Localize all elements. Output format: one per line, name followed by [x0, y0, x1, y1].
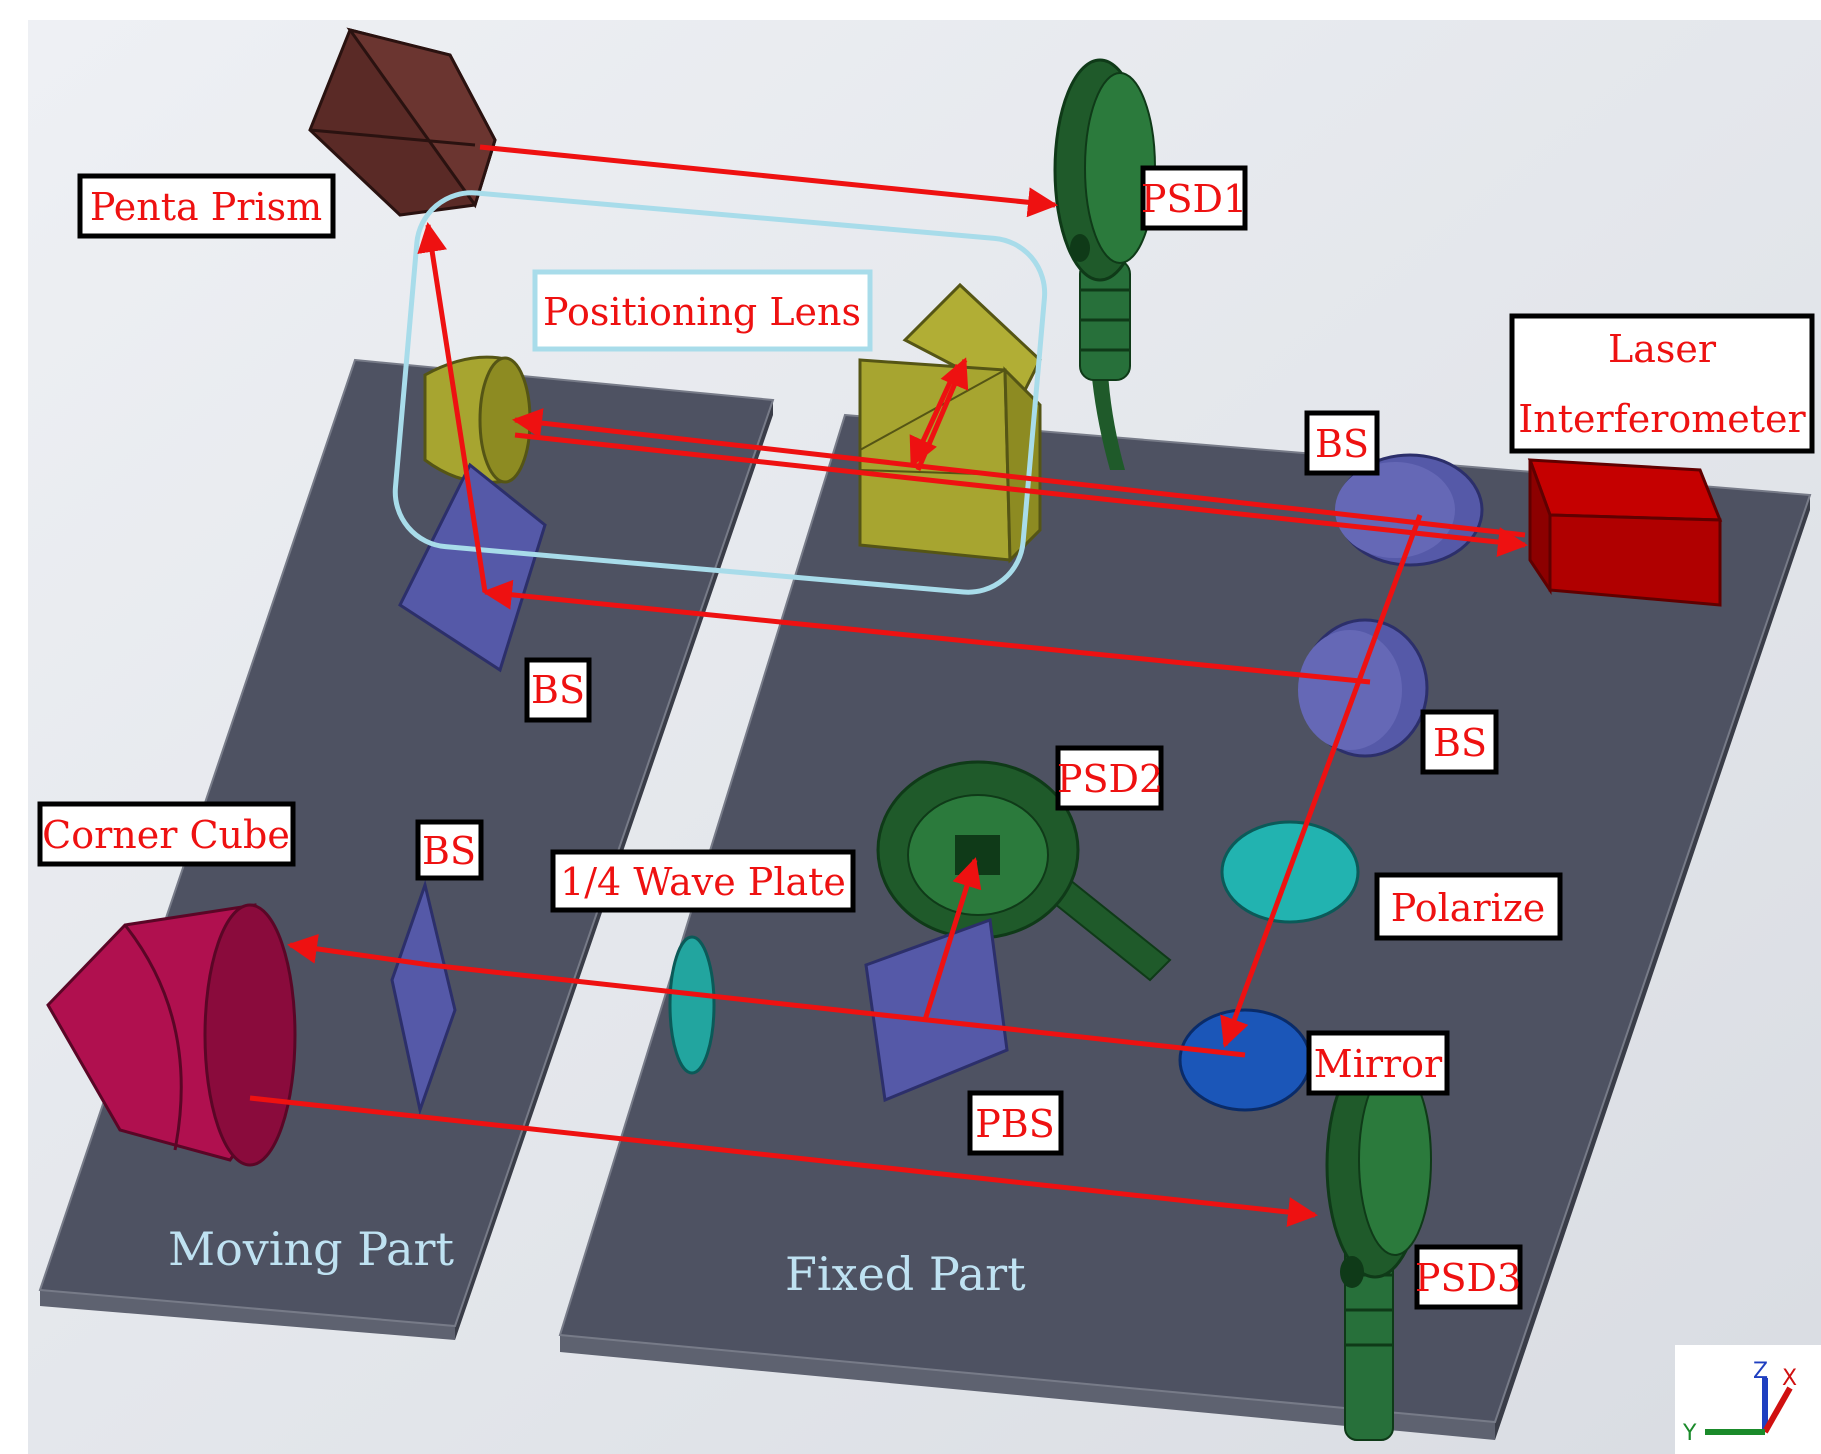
beam-bs-right-to-bs-moving [482, 579, 1371, 685]
fixed-part-plate [558, 413, 1812, 1440]
beam-bs-to-prism [417, 222, 488, 593]
svg-text:BS: BS [1315, 422, 1369, 466]
beam-laser-to-lens [512, 408, 1526, 538]
label-corner-cube: Corner Cube [37, 801, 296, 867]
label-pbs: PBS [967, 1090, 1064, 1156]
axis-z-label: Z [1753, 1359, 1768, 1384]
mirror-optic [1178, 1008, 1312, 1112]
svg-text:PBS: PBS [975, 1102, 1055, 1146]
label-moving-part: Moving Part [168, 1222, 454, 1276]
label-mirror: Mirror [1306, 1030, 1450, 1096]
bs-moving-upper-plate [398, 462, 547, 673]
svg-text:Corner Cube: Corner Cube [42, 813, 290, 857]
svg-text:1/4 Wave Plate: 1/4 Wave Plate [560, 860, 846, 904]
label-quarter-wave-plate: 1/4 Wave Plate [550, 849, 856, 913]
beam-lens-to-laser [514, 432, 1528, 557]
axis-triad-background [1675, 1345, 1821, 1454]
beam-pbs-to-psd2 [922, 857, 982, 1021]
beam-bs-to-mirror [1220, 514, 1423, 1048]
beam-paths [249, 144, 1528, 1227]
svg-text:BS: BS [1433, 721, 1487, 765]
pbs-plate [864, 917, 1009, 1103]
svg-text:PSD3: PSD3 [1415, 1256, 1521, 1300]
svg-text:Laser: Laser [1608, 327, 1717, 371]
svg-text:Positioning Lens: Positioning Lens [543, 290, 861, 334]
penta-prism [308, 27, 497, 217]
svg-text:PSD1: PSD1 [1141, 177, 1247, 221]
label-psd3: PSD3 [1414, 1244, 1523, 1310]
beam-to-corner-cube [287, 933, 431, 968]
beam-lens-down [909, 363, 961, 468]
beam-prism-to-psd1 [479, 144, 1058, 218]
label-bs-moving-lower: BS [415, 819, 484, 881]
beam-corner-to-psd3 [249, 1095, 1318, 1227]
label-psd2: PSD2 [1055, 745, 1164, 811]
label-positioning-lens: Positioning Lens [532, 269, 873, 352]
label-laser-interferometer: Laser Interferometer [1509, 313, 1815, 454]
label-bs-top: BS [1304, 410, 1380, 476]
svg-text:BS: BS [422, 829, 476, 873]
label-psd1: PSD1 [1140, 165, 1248, 231]
svg-text:Interferometer: Interferometer [1518, 397, 1806, 441]
svg-text:PSD2: PSD2 [1057, 757, 1163, 801]
label-fixed-part: Fixed Part [785, 1247, 1026, 1301]
svg-text:Penta Prism: Penta Prism [90, 185, 322, 229]
laser-interferometer-body [1527, 458, 1723, 607]
svg-text:Polarize: Polarize [1391, 886, 1546, 930]
label-bs-right: BS [1420, 709, 1499, 775]
positioning-lens-left [423, 355, 532, 484]
svg-text:BS: BS [531, 668, 585, 712]
psd2-detector [876, 760, 1172, 982]
label-bs-moving-upper: BS [524, 657, 592, 723]
psd1-detector [1053, 58, 1156, 470]
label-polarize: Polarize [1374, 872, 1563, 941]
positioning-lens-highlight [392, 190, 1048, 595]
axis-y-label: Y [1682, 1421, 1697, 1446]
quarter-wave-plate-optic [668, 935, 716, 1075]
psd3-detector [1325, 1051, 1432, 1441]
svg-text:Mirror: Mirror [1314, 1042, 1443, 1086]
beam-mirror-to-pbs [429, 962, 1246, 1058]
axis-x-label: X [1782, 1366, 1797, 1391]
axis-x-line [1762, 1386, 1793, 1434]
axis-triad: Z X Y [1675, 1345, 1821, 1454]
label-penta-prism: Penta Prism [77, 173, 336, 239]
bs-right-optic [1298, 618, 1429, 758]
